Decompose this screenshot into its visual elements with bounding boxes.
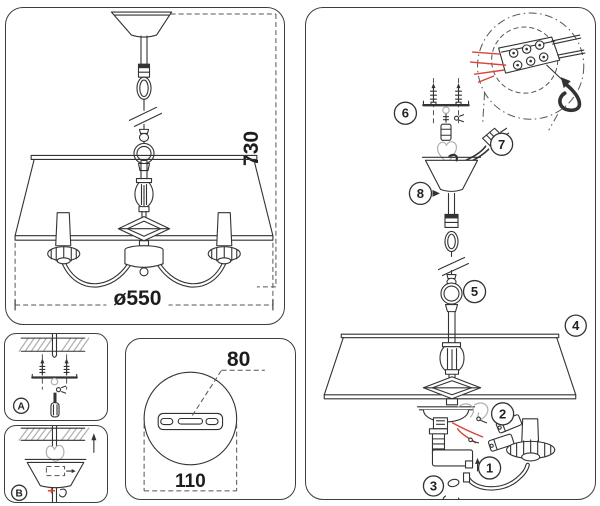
parts-box-latch [464, 460, 474, 469]
panel-overview-dimensions: 730 [5, 7, 285, 325]
callout-b [10, 484, 28, 502]
small-screw [55, 385, 67, 394]
step-a-drawing: A [12, 334, 90, 418]
locking-screw-mark [47, 488, 56, 494]
callout-1 [477, 456, 502, 480]
right-arrow-icon [432, 189, 440, 197]
hanging-ring [133, 142, 155, 172]
panel-step-b: B [4, 425, 108, 503]
canopy-outline [143, 371, 238, 466]
assembly-drawing: 6 7 8 [323, 12, 587, 499]
plate-width-dimension: 110 [143, 423, 238, 492]
up-arrow-icon [475, 457, 481, 472]
callout-4 [564, 314, 587, 337]
screw-right [63, 358, 70, 376]
plate-width-dimension-label: 110 [175, 471, 206, 492]
assembly-arm [462, 418, 556, 491]
lamp-socket-lower [488, 433, 515, 452]
parts-box [431, 449, 474, 467]
callout-a-label: A [18, 401, 26, 412]
cable-loop [558, 82, 582, 113]
callout-b-label: B [15, 488, 22, 499]
locking-screw [58, 488, 67, 498]
hanging-hook [437, 141, 457, 163]
ceiling-rod [51, 426, 58, 447]
callout-3 [422, 475, 445, 497]
callout-8 [408, 181, 433, 206]
mounting-bracket [422, 78, 470, 141]
callout-6-label: 6 [402, 106, 409, 121]
assembly-column [416, 342, 482, 455]
callout-5 [462, 279, 487, 304]
callout-7 [489, 132, 514, 156]
terminal-block-detail [469, 12, 586, 131]
screwdriver [50, 392, 60, 418]
center-column [117, 158, 171, 247]
diameter-dimension: ø550 [14, 242, 274, 311]
mount-plate-drawing: 80 110 [143, 348, 265, 492]
overview-drawing: 730 [14, 11, 277, 311]
callout-6 [393, 101, 418, 125]
callout-4-label: 4 [572, 318, 580, 333]
assembly-ring [440, 282, 463, 313]
ceiling-cable [51, 334, 58, 358]
suspension-chain [128, 35, 163, 144]
fixture-wires [551, 34, 586, 59]
callout-7-label: 7 [498, 137, 505, 152]
candle-left [47, 212, 81, 265]
callout-3-label: 3 [430, 478, 437, 493]
callout-a [12, 397, 30, 415]
terminal-screws [508, 40, 549, 70]
ceiling-hatch [18, 427, 90, 441]
mount-plate [157, 412, 224, 431]
slot-dimension: 80 [191, 348, 265, 416]
callout-1-label: 1 [486, 460, 493, 475]
supply-wires-red [469, 51, 507, 83]
panel-step-a: A [4, 333, 108, 421]
step-b-drawing: B [10, 426, 97, 502]
small-fasteners [442, 478, 460, 499]
callout-8-label: 8 [417, 186, 424, 201]
callout-5-label: 5 [471, 284, 478, 299]
assembly-canopy [421, 153, 482, 192]
up-arrow-icon [91, 433, 97, 453]
screw-left [39, 358, 46, 376]
assembly-chain [437, 192, 470, 287]
cable-hole [50, 377, 59, 386]
socket-screws [470, 419, 488, 444]
bracket-screw-left [429, 83, 438, 106]
body-hub-and-arms [61, 245, 227, 288]
panel-assembly-steps: 6 7 8 [305, 7, 596, 500]
height-dimension-label: 730 [240, 131, 263, 166]
lower-rod [51, 487, 58, 502]
callout-2 [490, 402, 515, 426]
canopy-being-raised [24, 458, 87, 489]
candle-right [207, 212, 241, 265]
ceiling-hatch [18, 337, 90, 352]
diameter-dimension-label: ø550 [113, 287, 161, 310]
panel-mount-plate-detail: 80 110 [125, 338, 296, 500]
callout-2-label: 2 [499, 406, 506, 421]
bracket-screw-right [454, 83, 463, 106]
slot-dimension-label: 80 [227, 348, 250, 371]
right-arrow-icon [71, 469, 76, 474]
socket-wires [451, 402, 489, 444]
ceiling-canopy [110, 11, 173, 38]
